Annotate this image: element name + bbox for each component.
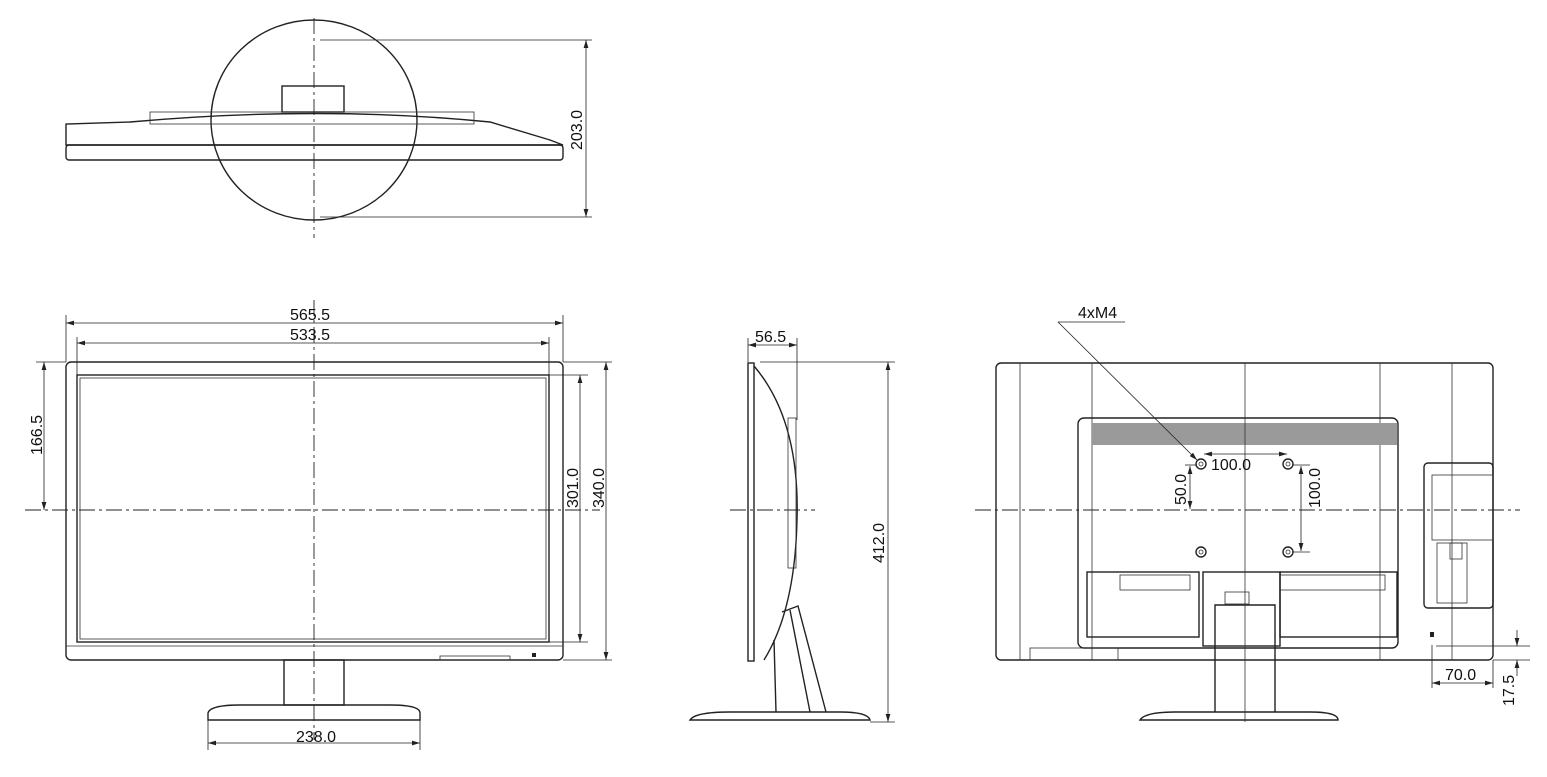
rear-housing [149, 111, 475, 125]
total-height-label: 412.0 [871, 523, 888, 563]
panel-depth-label: 56.5 [755, 329, 786, 346]
center-height-label: 166.5 [29, 415, 46, 455]
vesa-offset-label: 50.0 [1173, 474, 1190, 505]
rear-panel-recess [1077, 417, 1399, 649]
panel-back-curve [753, 365, 798, 661]
stand-base [1138, 711, 1339, 721]
screw-label: 4xM4 [1078, 305, 1117, 322]
front-buttons [439, 655, 511, 661]
vesa-holes [1195, 458, 1294, 558]
rear-view: 4xM4 100.0 50.0 100.0 70.0 17.5 [975, 305, 1530, 722]
power-port-area [1086, 571, 1200, 638]
panel-back-profile [65, 112, 564, 146]
stand-base [688, 711, 871, 721]
base-width-label: 238.0 [296, 729, 336, 746]
stand-base [207, 704, 421, 721]
front-view: 565.5 533.5 166.5 301.0 340.0 238.0 [25, 300, 612, 750]
panel-height-label: 340.0 [591, 468, 608, 508]
vent-grille [1092, 423, 1397, 445]
top-view: 203.0 [65, 18, 592, 238]
overall-width-label: 565.5 [290, 307, 330, 324]
screen [76, 374, 550, 643]
bezel [65, 361, 564, 661]
depth-label: 203.0 [569, 110, 586, 150]
side-view: 56.5 412.0 [688, 329, 895, 723]
screen-width-label: 533.5 [290, 327, 330, 344]
power-led [532, 653, 536, 657]
kensington-lock-slot [1430, 632, 1434, 637]
lock-offset-x-label: 70.0 [1445, 667, 1476, 684]
vesa-vertical-label: 100.0 [1307, 468, 1324, 508]
stand-neck [281, 85, 345, 113]
video-port-area [1279, 571, 1398, 638]
control-buttons [1029, 647, 1119, 661]
panel-front-edge [65, 144, 564, 161]
side-port-bay [1423, 462, 1494, 609]
usb-icon [1449, 542, 1463, 560]
rear-housing [995, 362, 1494, 661]
screen-height-label: 301.0 [565, 468, 582, 508]
lock-offset-y-label: 17.5 [1501, 675, 1518, 706]
vesa-horizontal-label: 100.0 [1211, 457, 1251, 474]
panel-front [747, 362, 755, 662]
stand-arm [773, 605, 827, 713]
